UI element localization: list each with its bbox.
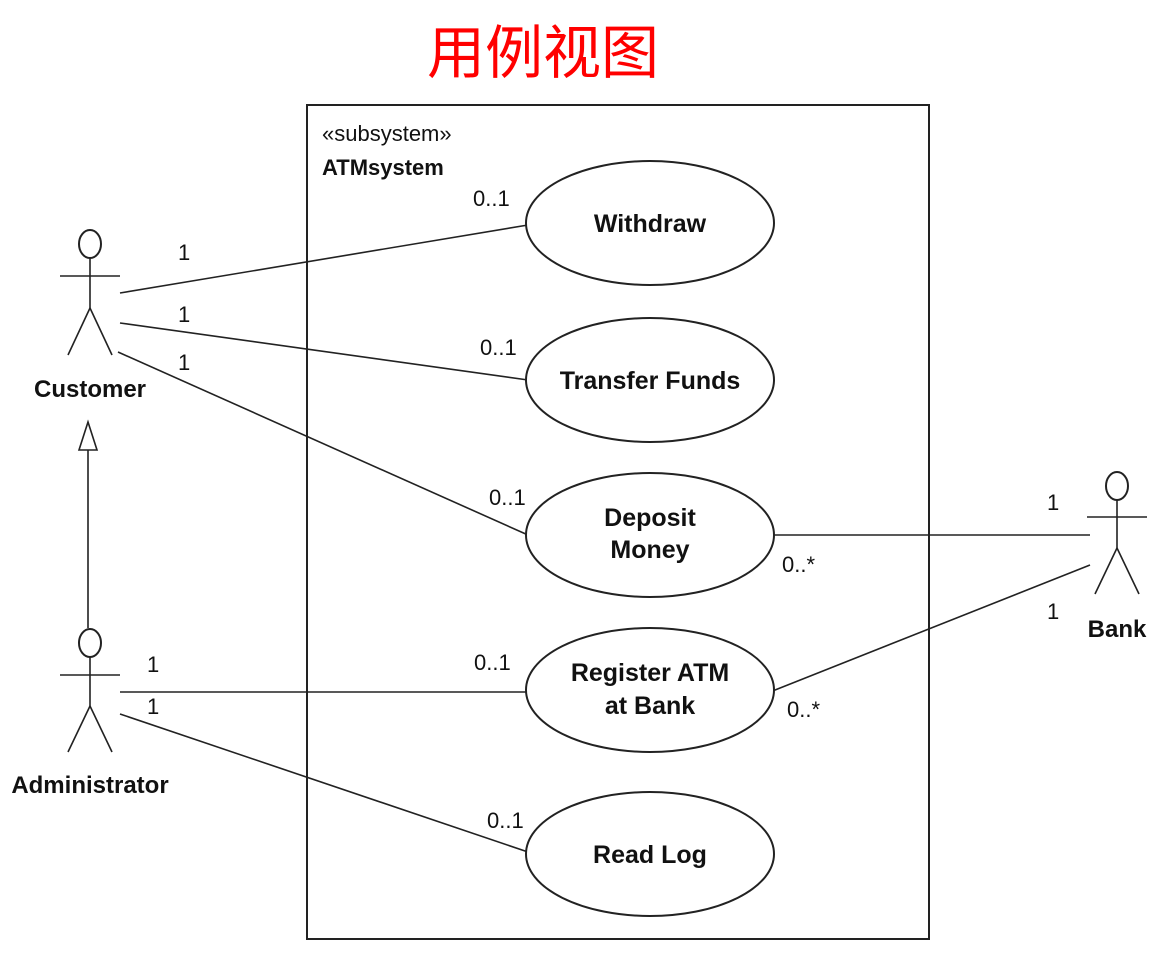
multiplicity-label: 0..1	[487, 808, 524, 833]
multiplicity-label: 1	[178, 240, 190, 265]
use-case-register-atm[interactable]: Register ATM at Bank	[525, 627, 775, 753]
stick-figure-icon	[60, 229, 120, 356]
actor-label: Customer	[34, 376, 146, 403]
system-stereotype: «subsystem»	[322, 121, 452, 146]
use-case-deposit-money[interactable]: Deposit Money	[525, 472, 775, 598]
system-boundary	[306, 104, 930, 940]
actor-customer[interactable]: Customer	[34, 229, 146, 403]
assoc-admin-readlog	[119, 713, 529, 853]
multiplicity-label: 1	[178, 350, 190, 375]
multiplicity-label: 1	[1047, 599, 1059, 624]
assoc-customer-deposit	[117, 351, 529, 536]
multiplicity-label: 0..*	[782, 552, 815, 577]
multiplicity-label: 0..1	[480, 335, 517, 360]
use-case-label-line1: Register ATM	[571, 659, 729, 687]
assoc-customer-transfer	[119, 322, 529, 381]
stick-figure-icon	[1087, 471, 1147, 595]
stick-figure-icon	[60, 628, 120, 753]
use-case-label: Withdraw	[594, 210, 707, 238]
actor-administrator[interactable]: Administrator	[11, 628, 169, 799]
multiplicity-label: 1	[147, 652, 159, 677]
actor-bank[interactable]: Bank	[1087, 471, 1147, 643]
use-case-label: Transfer Funds	[560, 367, 741, 395]
use-case-label-line2: at Bank	[605, 692, 695, 720]
multiplicity-label: 0..*	[787, 697, 820, 722]
page-title: 用例视图	[426, 19, 659, 87]
multiplicity-label: 1	[178, 302, 190, 327]
assoc-customer-withdraw	[119, 224, 529, 294]
use-case-read-log[interactable]: Read Log	[525, 791, 775, 917]
multiplicity-label: 1	[147, 694, 159, 719]
actor-label: Administrator	[11, 772, 168, 799]
multiplicity-label: 0..1	[473, 186, 510, 211]
actor-label: Bank	[1088, 616, 1147, 643]
use-case-label: Read Log	[593, 841, 707, 869]
use-case-label-line1: Deposit	[604, 504, 696, 532]
multiplicity-label: 0..1	[489, 485, 526, 510]
use-case-transfer-funds[interactable]: Transfer Funds	[525, 317, 775, 443]
use-case-label-line2: Money	[610, 536, 689, 564]
multiplicity-label: 1	[1047, 490, 1059, 515]
use-case-withdraw[interactable]: Withdraw	[525, 160, 775, 286]
multiplicity-label: 0..1	[474, 650, 511, 675]
assoc-bank-register	[769, 564, 1091, 693]
system-name: ATMsystem	[322, 155, 444, 180]
generalization-arrowhead	[77, 419, 99, 451]
